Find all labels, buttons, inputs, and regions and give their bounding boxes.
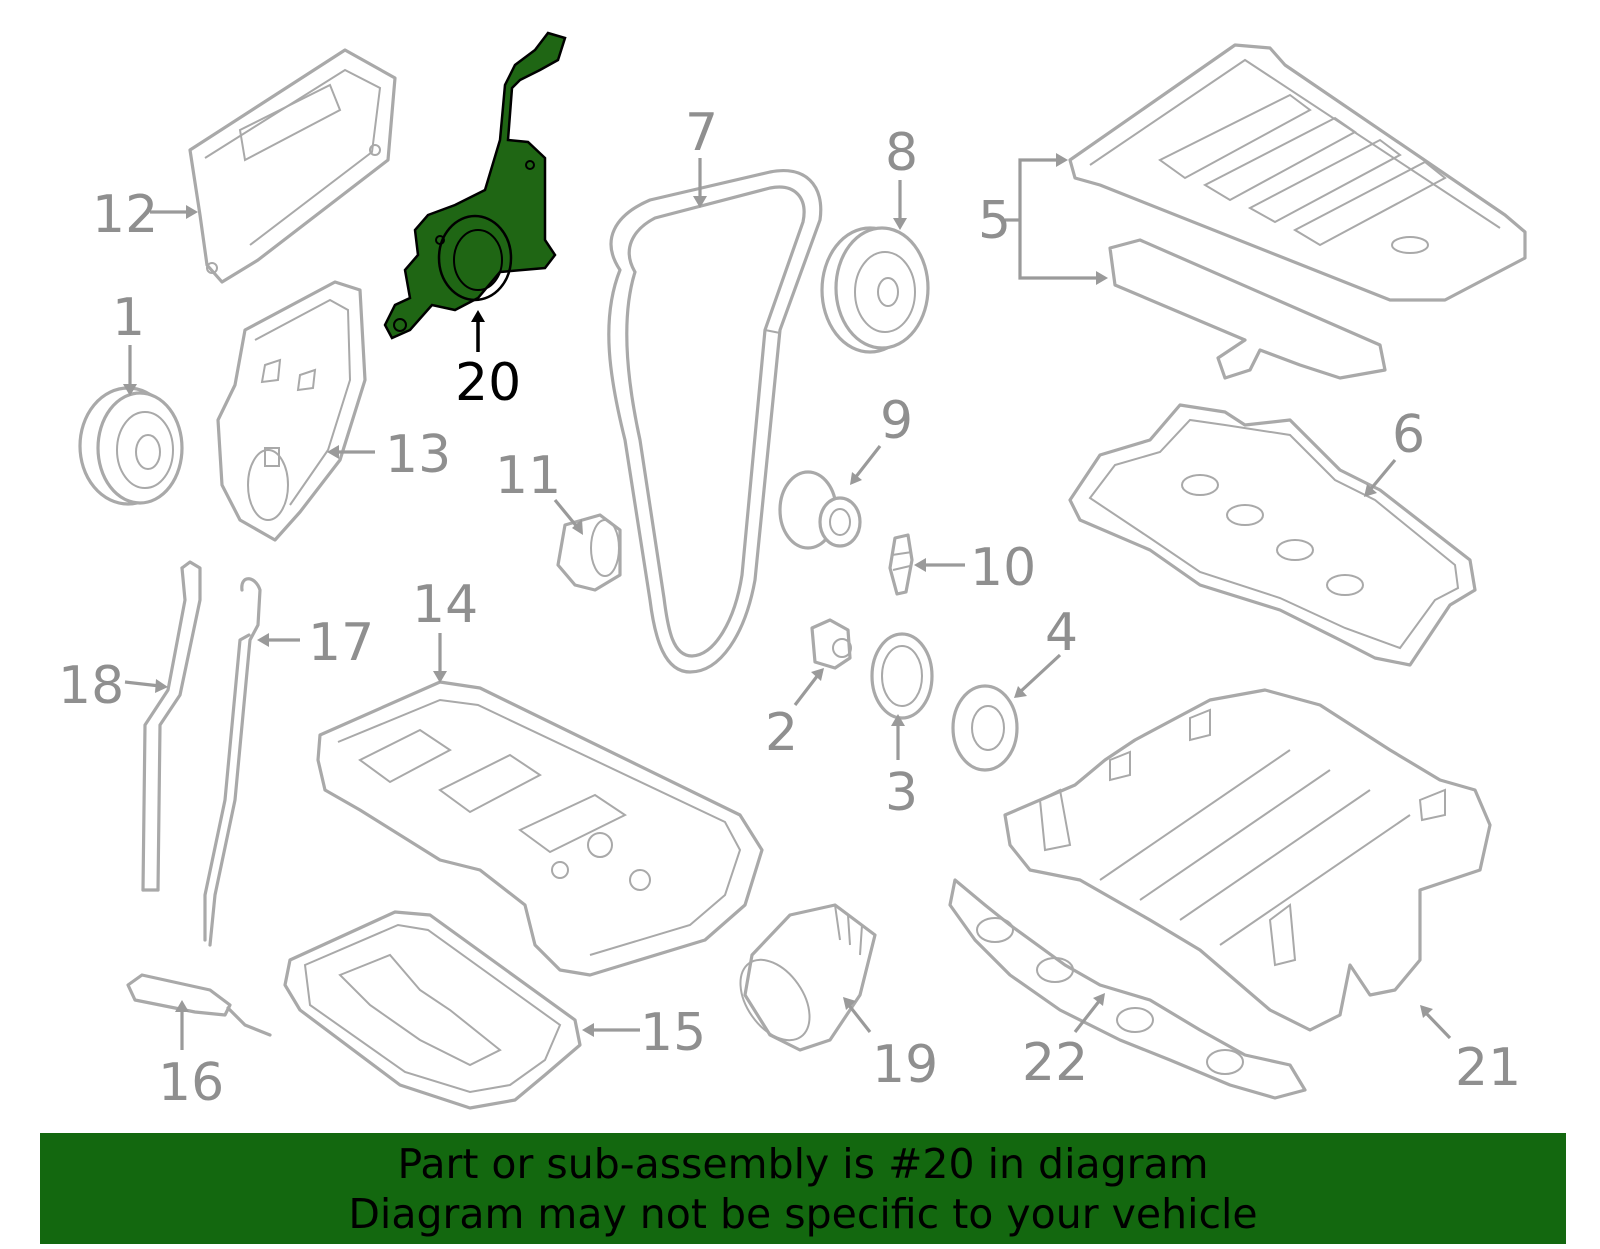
part-22-intake-manifold-gasket[interactable] (948, 878, 1307, 1100)
callout-5: 5 (978, 191, 1011, 251)
callout-1: 1 (112, 288, 145, 348)
callout-10: 10 (970, 538, 1036, 598)
callout-13: 13 (385, 425, 451, 485)
callout-11: 11 (495, 446, 561, 506)
part-7-timing-belt[interactable] (607, 169, 823, 674)
part-4-sprocket[interactable] (951, 684, 1019, 772)
callout-19: 19 (872, 1035, 938, 1095)
part-18-dipstick-tube[interactable] (141, 560, 202, 892)
callout-3: 3 (885, 763, 918, 823)
callout-labels: 1 2 3 4 5 6 7 8 9 10 11 12 13 14 15 16 1… (58, 103, 1521, 1113)
part-14-upper-oil-pan[interactable] (316, 680, 764, 977)
callout-20-highlighted: 20 (455, 353, 521, 413)
callout-7: 7 (685, 103, 718, 163)
leader-lines (123, 153, 1452, 1050)
banner-line-disclaimer: Diagram may not be specific to your vehi… (348, 1189, 1258, 1238)
callout-9: 9 (880, 391, 913, 451)
part-21-intake-manifold[interactable] (1003, 688, 1492, 1032)
info-banner: Part or sub-assembly is #20 in diagram D… (40, 1133, 1566, 1244)
part-9-belt-tensioner[interactable] (778, 470, 862, 550)
part-12-upper-timing-cover[interactable] (188, 48, 397, 284)
part-15-lower-oil-pan[interactable] (283, 910, 582, 1110)
part-19-oil-filter[interactable] (726, 903, 877, 1053)
callout-15: 15 (640, 1003, 706, 1063)
callout-12: 12 (92, 185, 158, 245)
part-8-camshaft-pulley[interactable] (820, 226, 930, 354)
callout-16: 16 (158, 1053, 224, 1113)
part-11-idler-pulley[interactable] (556, 513, 622, 592)
banner-line-part-number: Part or sub-assembly is #20 in diagram (397, 1139, 1209, 1188)
part-20-oil-pump-highlighted[interactable] (383, 31, 567, 340)
callout-17: 17 (308, 613, 374, 673)
part-16-sealant-tube[interactable] (126, 973, 272, 1037)
callout-14: 14 (412, 575, 478, 635)
callout-18: 18 (58, 656, 124, 716)
callout-8: 8 (885, 123, 918, 183)
part-6-valve-cover-gasket[interactable] (1068, 403, 1477, 667)
callout-4: 4 (1045, 603, 1078, 663)
part-3-washer[interactable] (870, 632, 934, 720)
part-2-plug[interactable] (810, 618, 852, 670)
part-1-crankshaft-pulley[interactable] (78, 386, 184, 506)
part-17-dipstick[interactable] (203, 577, 262, 947)
part-13-lower-timing-cover[interactable] (216, 280, 367, 542)
callout-22: 22 (1022, 1033, 1088, 1093)
part-10-bolt[interactable] (888, 533, 914, 596)
callout-6: 6 (1392, 405, 1425, 465)
callout-2: 2 (765, 703, 798, 763)
callout-21: 21 (1455, 1038, 1521, 1098)
part-5-valve-cover[interactable] (1068, 43, 1527, 380)
